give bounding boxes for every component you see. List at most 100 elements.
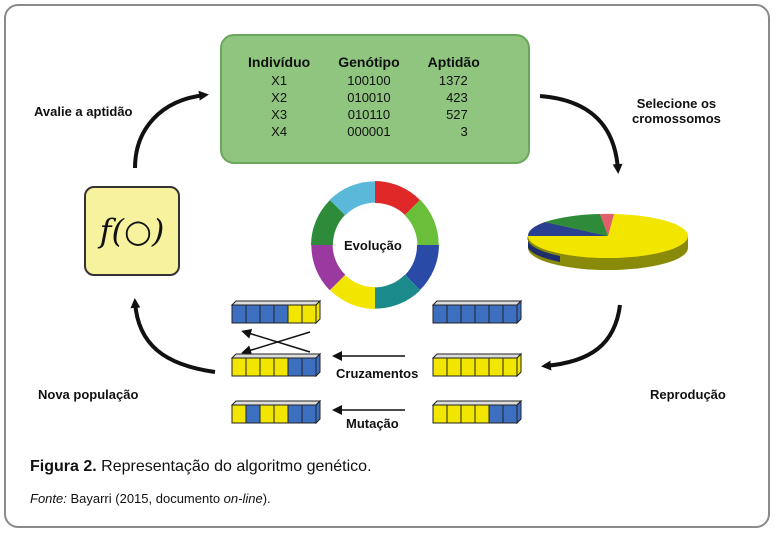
gene-cell	[231, 304, 247, 324]
column-header-fitness: Aptidão	[427, 54, 480, 70]
gene-cell	[502, 404, 518, 424]
chromosome-right-3	[431, 399, 523, 425]
figure-caption-label: Figura 2.	[30, 458, 97, 475]
gene-cell	[460, 304, 476, 324]
gene-cell	[502, 304, 518, 324]
gene-cell	[446, 357, 462, 377]
gene-cell	[488, 357, 504, 377]
chromosome-left-1	[230, 299, 322, 325]
table-cell: X4	[271, 124, 288, 139]
fitness-function-box: f(○)	[84, 186, 180, 276]
gene-cell	[259, 404, 275, 424]
source-italic: on-line	[223, 491, 263, 506]
gene-cell	[287, 404, 303, 424]
select-label: Selecione os cromossomos	[632, 96, 721, 126]
chromosome-left-2	[230, 352, 322, 378]
fitness-table-box: Indivíduo Genótipo Aptidão X1 100100 137…	[220, 34, 530, 164]
table-cell: 1372	[438, 73, 468, 88]
source-label: Fonte:	[30, 491, 67, 506]
gene-cell	[488, 304, 504, 324]
gene-cell	[231, 357, 247, 377]
gene-bar-side	[516, 352, 522, 378]
gene-bar-side	[516, 399, 522, 425]
gene-cell	[474, 404, 490, 424]
gene-cell	[287, 357, 303, 377]
gene-cell	[460, 357, 476, 377]
gene-cell	[502, 357, 518, 377]
gene-cell	[259, 357, 275, 377]
table-row: X4 000001 3	[234, 123, 494, 140]
evolution-cycle	[311, 181, 439, 309]
fitness-function-label: f(○)	[99, 212, 165, 250]
reproduction-label: Reprodução	[650, 387, 726, 402]
gene-bar-top	[230, 353, 322, 359]
gene-cell	[301, 304, 317, 324]
gene-bar-top	[431, 400, 523, 406]
figure-caption: Figura 2. Representação do algoritmo gen…	[30, 458, 372, 476]
table-cell: X1	[271, 73, 288, 88]
gene-cell	[432, 404, 448, 424]
gene-bar-side	[315, 399, 321, 425]
table-row: X1 100100 1372	[234, 72, 494, 89]
table-cell: 3	[460, 124, 468, 139]
table-cell: 423	[446, 90, 468, 105]
cycle-arrow-bottom-left	[130, 298, 216, 374]
gene-cell	[301, 357, 317, 377]
crossover-line-2	[241, 328, 311, 353]
chromosome-right-2	[431, 352, 523, 378]
selection-pie-chart	[527, 213, 688, 270]
gene-cell	[488, 404, 504, 424]
gene-cell	[474, 304, 490, 324]
select-label-line2: cromossomos	[632, 111, 721, 126]
cycle-arrow-bottom-right	[541, 304, 622, 371]
chromosome-right-1	[431, 299, 523, 325]
new-population-label: Nova população	[38, 387, 139, 402]
gene-bar-side	[315, 299, 321, 325]
source-text: Bayarri (2015, documento	[66, 491, 224, 506]
gene-cell	[301, 404, 317, 424]
cycle-arrow-top-right	[539, 94, 623, 174]
gene-cell	[273, 304, 289, 324]
gene-bar-top	[431, 300, 523, 306]
table-cell: X2	[271, 90, 288, 105]
table-cell: X3	[271, 107, 288, 122]
evolution-label: Evolução	[344, 238, 402, 253]
gene-cell	[245, 404, 261, 424]
source-caption: Fonte: Bayarri (2015, documento on-line)…	[30, 491, 271, 506]
gene-bar-top	[431, 353, 523, 359]
gene-bar-side	[516, 299, 522, 325]
evaluate-label: Avalie a aptidão	[34, 104, 133, 119]
gene-cell	[446, 404, 462, 424]
gene-cell	[446, 304, 462, 324]
gene-cell	[474, 357, 490, 377]
cycle-arrow-top-left	[133, 90, 209, 169]
gene-cell	[273, 404, 289, 424]
table-cell: 010010	[347, 90, 391, 105]
gene-cell	[287, 304, 303, 324]
figure-caption-text: Representação do algoritmo genético.	[96, 458, 372, 475]
gene-cell	[259, 304, 275, 324]
table-cell: 010110	[347, 107, 391, 122]
select-label-line1: Selecione os	[636, 96, 717, 111]
column-header-genotype: Genótipo	[338, 54, 400, 70]
table-cell: 527	[446, 107, 468, 122]
table-row: X2 010010 423	[234, 89, 494, 106]
mutation-label: Mutação	[346, 416, 399, 431]
gene-cell	[432, 304, 448, 324]
crossover-label: Cruzamentos	[336, 366, 419, 381]
gene-cell	[231, 404, 247, 424]
column-header-individual: Indivíduo	[248, 54, 311, 70]
gene-cell	[273, 357, 289, 377]
table-row: X3 010110 527	[234, 106, 494, 123]
table-cell: 100100	[347, 73, 391, 88]
gene-cell	[432, 357, 448, 377]
fitness-table: Indivíduo Genótipo Aptidão X1 100100 137…	[234, 54, 494, 140]
gene-cell	[245, 357, 261, 377]
gene-bar-side	[315, 352, 321, 378]
chromosome-left-3	[230, 399, 322, 425]
source-end: ).	[262, 491, 271, 506]
gene-bar-top	[230, 300, 322, 306]
gene-cell	[245, 304, 261, 324]
gene-cell	[460, 404, 476, 424]
